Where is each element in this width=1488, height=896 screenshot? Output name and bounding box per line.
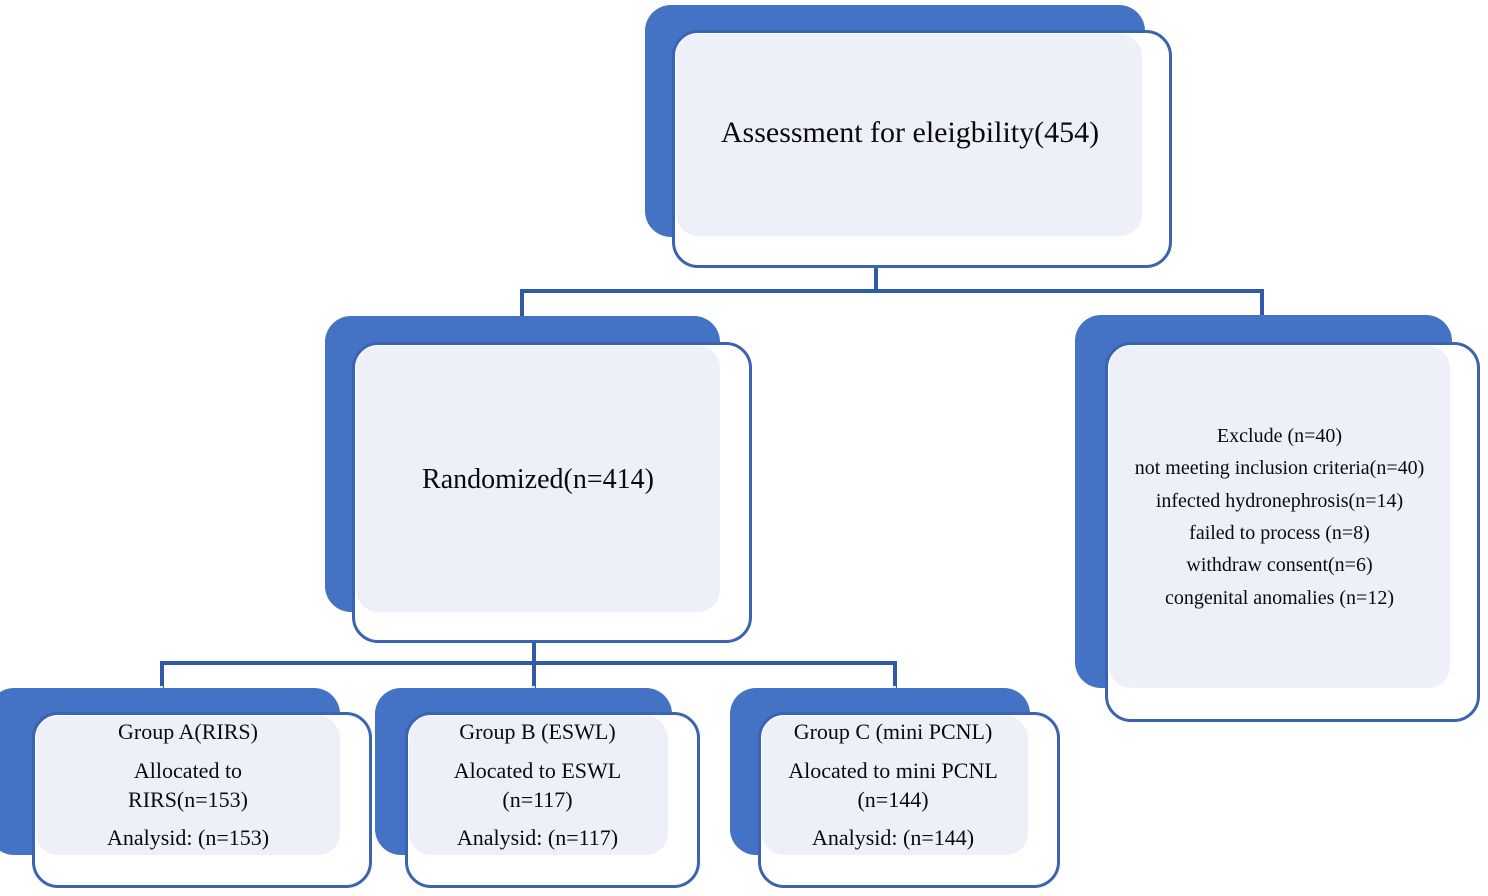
randomized-card <box>352 342 752 643</box>
group-b-card <box>405 712 700 888</box>
connector-randomized-stem <box>532 641 536 665</box>
excluded-card <box>1105 342 1480 722</box>
connector-to-excluded <box>1260 289 1264 318</box>
connector-to-group-a <box>160 661 164 689</box>
connector-to-group-b <box>532 661 536 689</box>
assessment-card <box>672 30 1172 268</box>
connector-level1-bar <box>520 289 1264 293</box>
connector-level2-bar <box>160 661 897 665</box>
connector-assessment-stem <box>874 266 878 293</box>
connector-to-group-c <box>893 661 897 689</box>
group-c-card <box>758 712 1060 888</box>
connector-to-randomized <box>520 289 524 318</box>
group-a-card <box>32 712 372 888</box>
